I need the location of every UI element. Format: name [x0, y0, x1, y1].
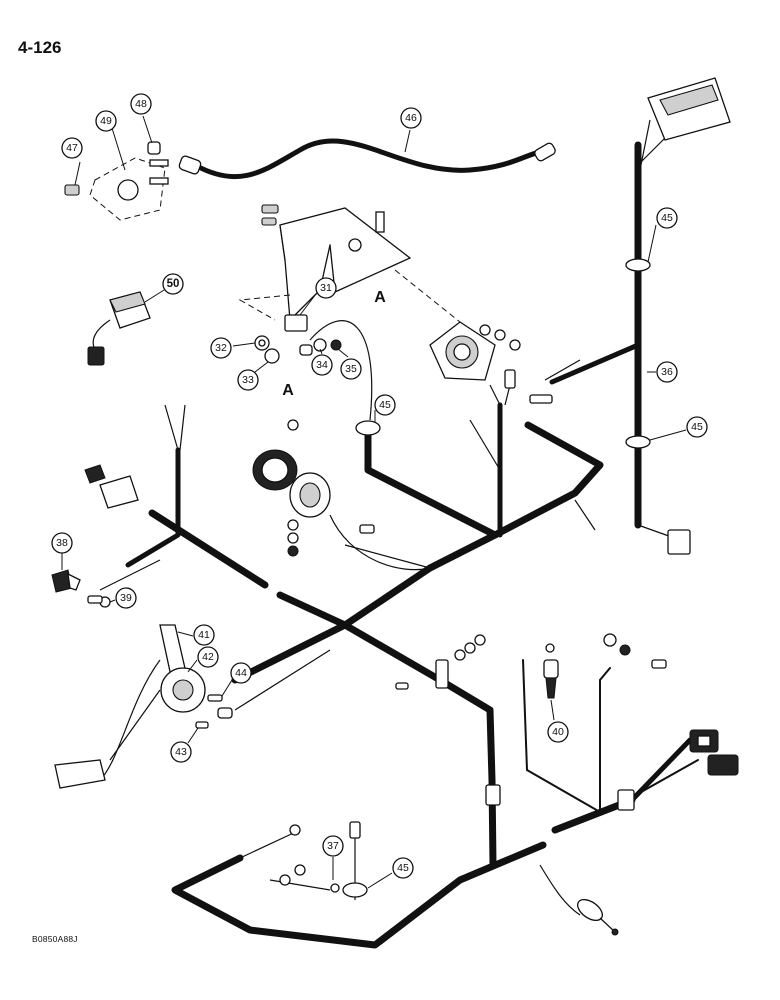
- svg-text:45: 45: [661, 212, 673, 224]
- harness-left-lower: [231, 621, 349, 684]
- callout-47: 47: [61, 137, 83, 186]
- battery-cable-46: [178, 138, 556, 180]
- wire-connector: [633, 759, 699, 797]
- wire-40-right: [599, 667, 611, 811]
- svg-text:47: 47: [66, 142, 78, 154]
- callout-45-center: 45: [374, 394, 396, 423]
- svg-text:43: 43: [175, 746, 187, 758]
- figure-code: B0850A88J: [32, 934, 78, 944]
- relay-50: [87, 291, 151, 366]
- callout-49: 49: [95, 110, 126, 171]
- harness-left-branch: [125, 447, 181, 568]
- svg-text:35: 35: [345, 363, 357, 375]
- callout-37: 37: [322, 835, 344, 880]
- svg-text:36: 36: [661, 366, 673, 378]
- harness-mid-loop: [364, 426, 499, 539]
- svg-text:33: 33: [242, 374, 254, 386]
- reference-label-a-upper: A: [374, 289, 386, 306]
- callout-34: 34: [311, 348, 333, 376]
- callout-44: 44: [221, 662, 252, 697]
- starter-solenoid: [429, 321, 553, 404]
- callout-40: 40: [547, 699, 569, 743]
- callout-38: 38: [51, 532, 73, 570]
- svg-text:41: 41: [198, 629, 210, 641]
- horn-assembly: [252, 419, 375, 557]
- svg-text:44: 44: [235, 667, 247, 679]
- callout-45-lower-right: 45: [649, 416, 708, 441]
- svg-text:34: 34: [316, 359, 328, 371]
- page-number: 4-126: [18, 38, 62, 57]
- sender-40: [454, 633, 667, 699]
- svg-text:38: 38: [56, 537, 68, 549]
- connector-top-right: [647, 77, 731, 141]
- callout-50: 50: [144, 273, 184, 303]
- svg-text:48: 48: [135, 98, 147, 110]
- svg-text:45: 45: [379, 399, 391, 411]
- switch-31-assembly: [254, 314, 342, 364]
- svg-text:45: 45: [691, 421, 703, 433]
- wire-40-left: [522, 659, 601, 813]
- mount-plate-47-48-49: [64, 141, 169, 221]
- callout-32: 32: [210, 337, 256, 359]
- callout-31: 31: [299, 277, 337, 316]
- harness-trunk-branch: [549, 342, 641, 385]
- reference-label-a-lower: A: [282, 382, 294, 399]
- sender-38: [51, 569, 111, 608]
- bottom-terminals: [279, 682, 409, 893]
- harness-upper-right-run: [426, 421, 604, 572]
- pedal-sender-41-42: [54, 624, 233, 789]
- svg-text:49: 49: [100, 115, 112, 127]
- callout-42: 42: [187, 646, 219, 673]
- svg-text:46: 46: [405, 112, 417, 124]
- callout-45-upper-right: 45: [647, 207, 678, 263]
- callout-43: 43: [170, 727, 199, 763]
- callout-39: 39: [109, 587, 137, 609]
- plug-connectors: [689, 729, 739, 776]
- harness-lower-drop: [341, 621, 497, 869]
- main-harness: [125, 141, 699, 949]
- callout-36: 36: [647, 361, 678, 383]
- connector-lower-right: [667, 529, 691, 555]
- callout-48: 48: [130, 93, 153, 144]
- callout-33: 33: [237, 361, 269, 391]
- svg-text:45: 45: [397, 862, 409, 874]
- harness-bottom-loop: [171, 841, 547, 949]
- harness-connector-branch: [629, 737, 693, 803]
- connector-left: [84, 464, 139, 509]
- svg-text:42: 42: [202, 651, 214, 663]
- mounting-bracket: A A: [238, 204, 471, 399]
- thin-wires: [99, 119, 681, 916]
- harness-clamps: [342, 258, 651, 898]
- harness-left-run: [148, 509, 269, 589]
- svg-text:50: 50: [167, 278, 180, 290]
- cable-tie: [576, 898, 619, 936]
- callout-46: 46: [400, 107, 422, 153]
- harness-center-diagonal: [276, 564, 434, 629]
- svg-text:40: 40: [552, 726, 564, 738]
- callout-45-bottom: 45: [367, 857, 414, 889]
- svg-text:37: 37: [327, 840, 339, 852]
- callout-41: 41: [177, 624, 215, 646]
- svg-text:39: 39: [120, 592, 132, 604]
- callout-35: 35: [337, 348, 362, 380]
- svg-text:31: 31: [320, 282, 332, 294]
- svg-text:32: 32: [215, 342, 227, 354]
